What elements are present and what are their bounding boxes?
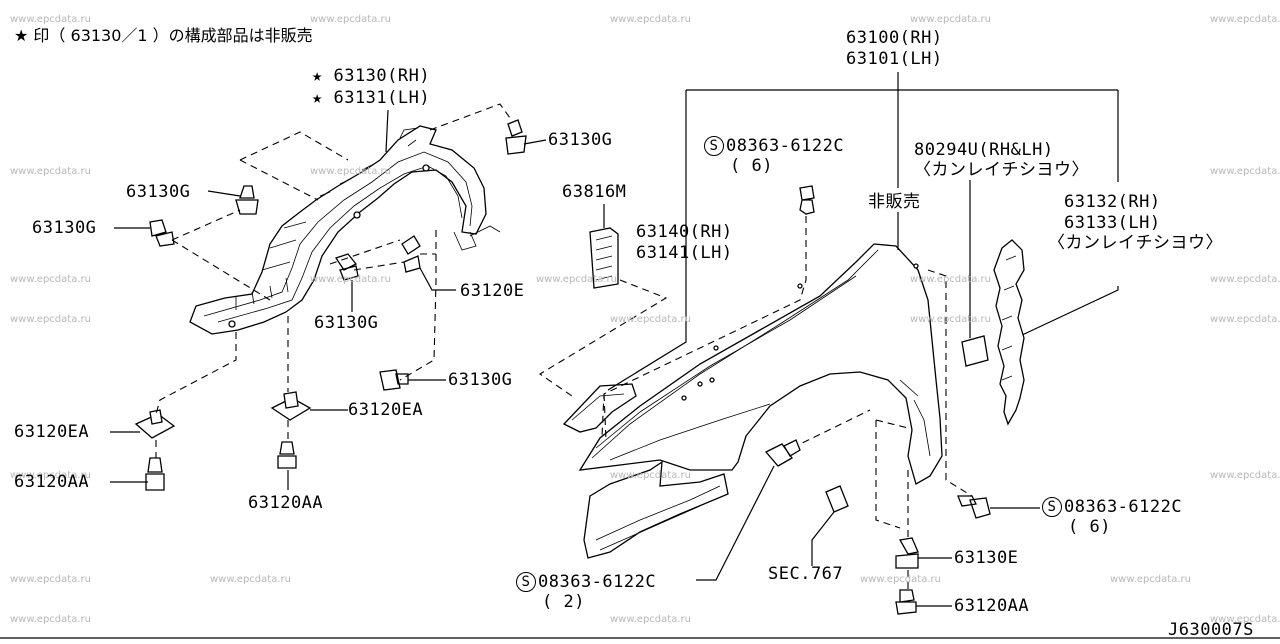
watermark: www.epcdata.ru bbox=[10, 14, 91, 25]
front-fender-part bbox=[562, 243, 943, 559]
label-63120aa[interactable]: 63120AA bbox=[14, 472, 90, 492]
bolt-symbol: S bbox=[1042, 497, 1062, 517]
label-bolt-right-qty: ( 6) bbox=[1068, 517, 1111, 537]
label-63120aa[interactable]: 63120AA bbox=[248, 493, 324, 513]
liner-dashed-leaders bbox=[155, 103, 511, 458]
watermark: www.epcdata.ru bbox=[1210, 614, 1280, 625]
seal-63132 bbox=[993, 239, 1025, 426]
clip-63130e-icon bbox=[895, 537, 952, 615]
label-63140-rh[interactable]: 63140(RH) bbox=[636, 222, 733, 242]
clip-63130g-icons bbox=[149, 119, 527, 391]
watermark: www.epcdata.ru bbox=[310, 14, 391, 25]
watermark: www.epcdata.ru bbox=[860, 574, 941, 585]
label-63130g[interactable]: 63130G bbox=[126, 182, 191, 202]
watermark: www.epcdata.ru bbox=[610, 314, 691, 325]
label-not-sold: 非販売 bbox=[868, 192, 921, 212]
watermark: www.epcdata.ru bbox=[610, 470, 691, 481]
watermark: www.epcdata.ru bbox=[910, 274, 991, 285]
fender-bracket-lines bbox=[607, 72, 1119, 391]
watermark: www.epcdata.ru bbox=[910, 314, 991, 325]
label-sec767[interactable]: SEC.767 bbox=[768, 564, 844, 584]
label-63133-lh[interactable]: 63133(LH) bbox=[1064, 213, 1161, 233]
plate-80294u bbox=[961, 180, 989, 367]
bolt-top-icon bbox=[601, 185, 815, 441]
watermark: www.epcdata.ru bbox=[10, 470, 91, 481]
label-63130g[interactable]: 63130G bbox=[314, 313, 379, 333]
label-63130e[interactable]: 63130E bbox=[954, 548, 1019, 568]
label-63120e[interactable]: 63120E bbox=[460, 281, 525, 301]
watermark: www.epcdata.ru bbox=[310, 274, 391, 285]
watermark: www.epcdata.ru bbox=[10, 274, 91, 285]
label-63131-lh[interactable]: ★ 63131(LH) bbox=[312, 88, 431, 108]
label-63132-desc: 〈カンレイチシヨウ〉 bbox=[1048, 233, 1223, 253]
label-63100-rh[interactable]: 63100(RH) bbox=[846, 28, 943, 48]
label-63130g[interactable]: 63130G bbox=[548, 130, 613, 150]
watermark: www.epcdata.ru bbox=[10, 166, 91, 177]
bolt-right-number: 08363-6122C bbox=[1064, 497, 1183, 517]
label-80294u-desc: 〈カンレイチシヨウ〉 bbox=[914, 160, 1089, 180]
watermark: www.epcdata.ru bbox=[10, 314, 91, 325]
watermark: www.epcdata.ru bbox=[10, 574, 91, 585]
watermark: www.epcdata.ru bbox=[610, 614, 691, 625]
watermark: www.epcdata.ru bbox=[910, 14, 991, 25]
label-63130-rh[interactable]: ★ 63130(RH) bbox=[312, 66, 431, 86]
bolt-bottom-number: 08363-6122C bbox=[538, 572, 657, 592]
label-63101-lh[interactable]: 63101(LH) bbox=[846, 49, 943, 69]
watermark: www.epcdata.ru bbox=[1210, 314, 1280, 325]
watermark: www.epcdata.ru bbox=[10, 614, 91, 625]
label-63130g[interactable]: 63130G bbox=[448, 370, 513, 390]
label-80294u[interactable]: 80294U(RH&LH) bbox=[914, 140, 1054, 160]
pad-63816m bbox=[538, 204, 668, 397]
watermark: www.epcdata.ru bbox=[310, 166, 391, 177]
label-63132-rh[interactable]: 63132(RH) bbox=[1064, 192, 1161, 212]
sec767-bracket-icon bbox=[811, 485, 849, 566]
watermark: www.epcdata.ru bbox=[1210, 14, 1280, 25]
label-63120ea[interactable]: 63120EA bbox=[14, 422, 90, 442]
fender-dashed-leaders bbox=[791, 269, 973, 590]
bolt-symbol: S bbox=[516, 572, 536, 592]
fender-liner-part bbox=[189, 125, 501, 335]
watermark: www.epcdata.ru bbox=[1210, 470, 1280, 481]
clip-nut-icons bbox=[134, 391, 312, 491]
liner-leader-lines bbox=[110, 109, 547, 490]
watermark: www.epcdata.ru bbox=[1110, 574, 1191, 585]
bolt-symbol: S bbox=[704, 136, 724, 156]
label-bolt-top-qty: ( 6) bbox=[730, 156, 773, 176]
bolt-top-number: 08363-6122C bbox=[726, 136, 845, 156]
watermark: www.epcdata.ru bbox=[610, 14, 691, 25]
label-63120ea[interactable]: 63120EA bbox=[348, 400, 424, 420]
label-63130g[interactable]: 63130G bbox=[32, 218, 97, 238]
label-63120aa[interactable]: 63120AA bbox=[954, 596, 1030, 616]
label-bolt-bottom-qty: ( 2) bbox=[542, 592, 585, 612]
label-63141-lh[interactable]: 63141(LH) bbox=[636, 243, 733, 263]
header-note: ★ 印（ 63130／1 ）の構成部品は非販売 bbox=[14, 26, 313, 45]
bolt-right-icon bbox=[957, 495, 1040, 519]
bolt-bottom-icon bbox=[696, 439, 801, 581]
watermark: www.epcdata.ru bbox=[1210, 166, 1280, 177]
watermark: www.epcdata.ru bbox=[536, 274, 617, 285]
watermark: www.epcdata.ru bbox=[210, 574, 291, 585]
watermark: www.epcdata.ru bbox=[1210, 274, 1280, 285]
label-63816m[interactable]: 63816M bbox=[562, 182, 627, 202]
diagram-code: J630007S bbox=[1168, 620, 1254, 640]
